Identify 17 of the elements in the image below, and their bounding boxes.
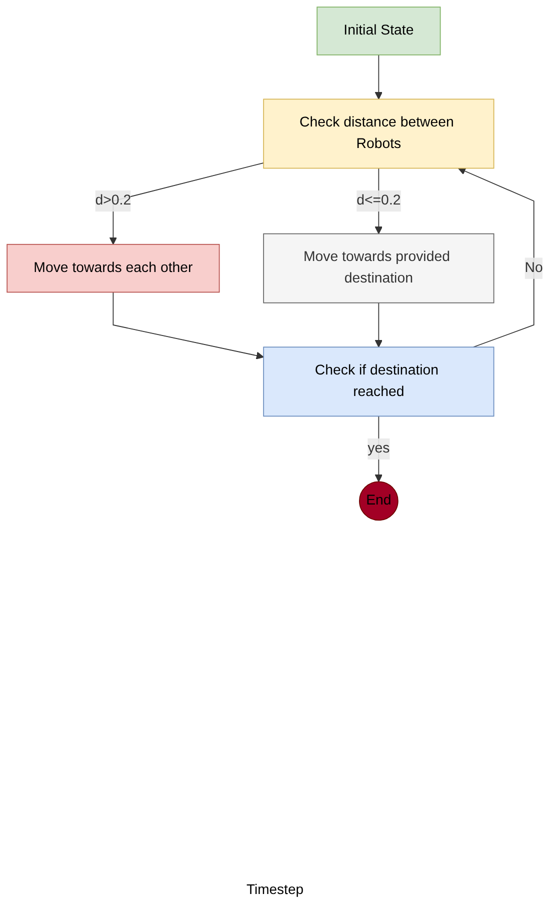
node-box <box>263 233 494 304</box>
node-box <box>263 346 494 417</box>
edge-label: d>0.2 <box>95 193 132 208</box>
node-box <box>316 6 441 56</box>
note-text: Timestep <box>246 881 304 897</box>
arrow <box>374 416 383 482</box>
edge-label: yes <box>368 440 390 456</box>
node-box <box>263 98 494 169</box>
arrow <box>458 167 534 348</box>
edge-label: No <box>524 260 543 276</box>
arrow <box>374 54 383 100</box>
node-box <box>6 244 220 293</box>
edge-label: d<=0.2 <box>356 193 401 208</box>
node-circle <box>359 481 398 521</box>
arrow <box>374 302 383 348</box>
arrow <box>112 292 264 360</box>
flowchart-diagram: d>0.2 d<=0.2 yes No Initial State Check distance between Robots Move towards each other Move towards provided destination Check if destination reached End <box>0 0 550 528</box>
